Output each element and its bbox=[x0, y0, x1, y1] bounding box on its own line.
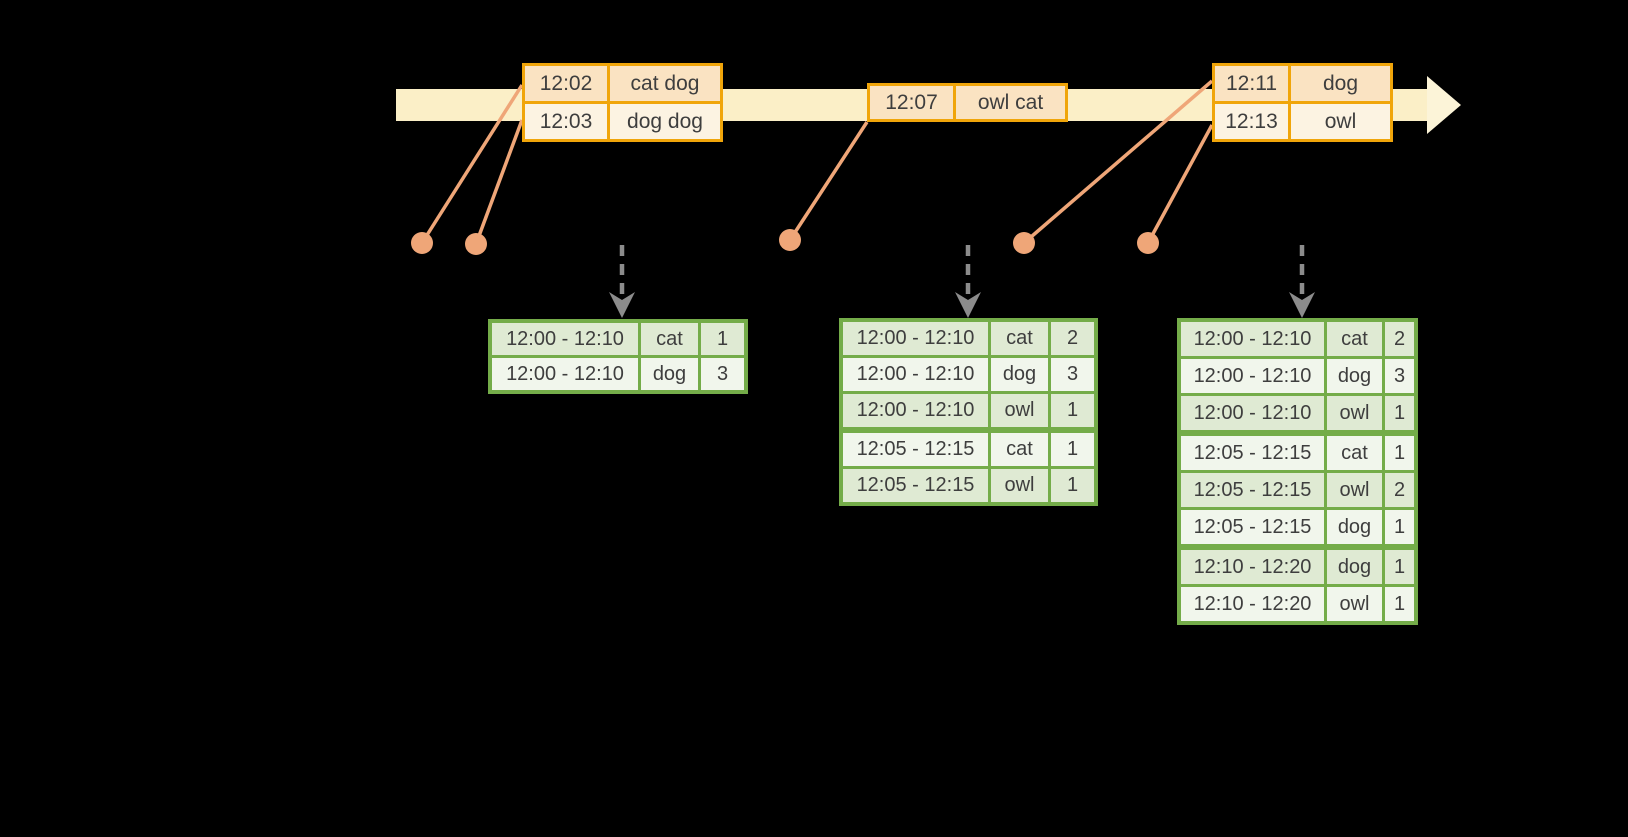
count-cell: 1 bbox=[1385, 587, 1414, 621]
window-cell: 12:05 - 12:15 bbox=[1181, 436, 1324, 470]
connector-line bbox=[420, 84, 524, 244]
word-cell: cat bbox=[1327, 436, 1382, 470]
event-row: 12:03 dog dog bbox=[525, 104, 720, 139]
event-dot bbox=[1137, 232, 1159, 254]
event-time: 12:03 bbox=[525, 104, 607, 139]
count-cell: 2 bbox=[1051, 322, 1094, 355]
word-cell: dog bbox=[641, 358, 698, 390]
word-cell: dog bbox=[1327, 510, 1382, 544]
event-row: 12:11 dog bbox=[1215, 66, 1390, 101]
result-row: 12:00 - 12:10 cat 2 bbox=[1181, 322, 1414, 356]
event-dot bbox=[465, 233, 487, 255]
result-row: 12:00 - 12:10 owl 1 bbox=[1181, 396, 1414, 430]
word-cell: dog bbox=[1327, 359, 1382, 393]
event-time: 12:07 bbox=[870, 86, 953, 119]
connector-line bbox=[474, 119, 524, 245]
connector-line bbox=[1022, 79, 1214, 245]
result-row: 12:00 - 12:10 cat 2 bbox=[843, 322, 1094, 355]
trigger-arrow-heads bbox=[609, 292, 1315, 318]
connector-line bbox=[1146, 124, 1214, 244]
window-cell: 12:10 - 12:20 bbox=[1181, 587, 1324, 621]
result-table: 12:00 - 12:10 cat 2 12:00 - 12:10 dog 3 … bbox=[839, 318, 1098, 506]
window-cell: 12:05 - 12:15 bbox=[1181, 473, 1324, 507]
event-words: dog dog bbox=[610, 104, 720, 139]
event-table: 12:11 dog 12:13 owl bbox=[1212, 63, 1393, 142]
word-cell: cat bbox=[991, 433, 1048, 466]
count-cell: 1 bbox=[1051, 394, 1094, 427]
result-row: 12:05 - 12:15 owl 2 bbox=[1181, 473, 1414, 507]
event-dot bbox=[411, 232, 433, 254]
word-cell: owl bbox=[1327, 396, 1382, 430]
count-cell: 1 bbox=[1051, 469, 1094, 502]
event-words: owl cat bbox=[956, 86, 1065, 119]
result-row: 12:05 - 12:15 cat 1 bbox=[1181, 436, 1414, 470]
count-cell: 1 bbox=[1385, 436, 1414, 470]
connector-line bbox=[788, 121, 869, 241]
count-cell: 2 bbox=[1385, 473, 1414, 507]
word-cell: cat bbox=[641, 323, 698, 355]
result-row: 12:00 - 12:10 cat 1 bbox=[492, 323, 744, 355]
window-cell: 12:00 - 12:10 bbox=[1181, 396, 1324, 430]
window-cell: 12:10 - 12:20 bbox=[1181, 550, 1324, 584]
result-row: 12:10 - 12:20 dog 1 bbox=[1181, 550, 1414, 584]
event-words: owl bbox=[1291, 104, 1390, 139]
event-table: 12:02 cat dog 12:03 dog dog bbox=[522, 63, 723, 142]
event-words: dog bbox=[1291, 66, 1390, 101]
event-row: 12:13 owl bbox=[1215, 104, 1390, 139]
result-row: 12:00 - 12:10 dog 3 bbox=[492, 358, 744, 390]
word-cell: cat bbox=[1327, 322, 1382, 356]
window-cell: 12:00 - 12:10 bbox=[843, 358, 988, 391]
count-cell: 3 bbox=[701, 358, 744, 390]
event-row: 12:02 cat dog bbox=[525, 66, 720, 101]
connector-lines bbox=[420, 79, 1214, 245]
event-table: 12:07 owl cat bbox=[867, 83, 1068, 122]
event-time: 12:13 bbox=[1215, 104, 1288, 139]
event-time: 12:11 bbox=[1215, 66, 1288, 101]
word-cell: owl bbox=[991, 469, 1048, 502]
window-cell: 12:05 - 12:15 bbox=[1181, 510, 1324, 544]
result-row: 12:05 - 12:15 cat 1 bbox=[843, 433, 1094, 466]
window-cell: 12:00 - 12:10 bbox=[492, 358, 638, 390]
result-table: 12:00 - 12:10 cat 1 12:00 - 12:10 dog 3 bbox=[488, 319, 748, 394]
count-cell: 1 bbox=[1385, 396, 1414, 430]
count-cell: 2 bbox=[1385, 322, 1414, 356]
event-time: 12:02 bbox=[525, 66, 607, 101]
window-cell: 12:00 - 12:10 bbox=[843, 322, 988, 355]
trigger-arrow-shafts bbox=[619, 245, 1305, 295]
word-cell: dog bbox=[991, 358, 1048, 391]
count-cell: 1 bbox=[1051, 433, 1094, 466]
word-cell: cat bbox=[991, 322, 1048, 355]
event-dot bbox=[779, 229, 801, 251]
count-cell: 1 bbox=[701, 323, 744, 355]
timeline-arrowhead-icon bbox=[1427, 76, 1461, 134]
result-row: 12:00 - 12:10 dog 3 bbox=[1181, 359, 1414, 393]
window-cell: 12:00 - 12:10 bbox=[843, 394, 988, 427]
count-cell: 1 bbox=[1385, 510, 1414, 544]
window-cell: 12:05 - 12:15 bbox=[843, 433, 988, 466]
arrowhead-icon bbox=[955, 292, 981, 318]
word-cell: dog bbox=[1327, 550, 1382, 584]
event-markers bbox=[411, 229, 1159, 255]
result-table: 12:00 - 12:10 cat 2 12:00 - 12:10 dog 3 … bbox=[1177, 318, 1418, 625]
event-dot bbox=[1013, 232, 1035, 254]
result-row: 12:00 - 12:10 owl 1 bbox=[843, 394, 1094, 427]
count-cell: 3 bbox=[1385, 359, 1414, 393]
window-cell: 12:05 - 12:15 bbox=[843, 469, 988, 502]
result-row: 12:05 - 12:15 dog 1 bbox=[1181, 510, 1414, 544]
window-cell: 12:00 - 12:10 bbox=[1181, 322, 1324, 356]
result-row: 12:05 - 12:15 owl 1 bbox=[843, 469, 1094, 502]
event-words: cat dog bbox=[610, 66, 720, 101]
arrowhead-icon bbox=[1289, 292, 1315, 318]
result-row: 12:00 - 12:10 dog 3 bbox=[843, 358, 1094, 391]
count-cell: 1 bbox=[1385, 550, 1414, 584]
count-cell: 3 bbox=[1051, 358, 1094, 391]
result-row: 12:10 - 12:20 owl 1 bbox=[1181, 587, 1414, 621]
event-row: 12:07 owl cat bbox=[870, 86, 1065, 119]
window-cell: 12:00 - 12:10 bbox=[492, 323, 638, 355]
word-cell: owl bbox=[1327, 587, 1382, 621]
word-cell: owl bbox=[1327, 473, 1382, 507]
window-cell: 12:00 - 12:10 bbox=[1181, 359, 1324, 393]
word-cell: owl bbox=[991, 394, 1048, 427]
arrowhead-icon bbox=[609, 292, 635, 318]
